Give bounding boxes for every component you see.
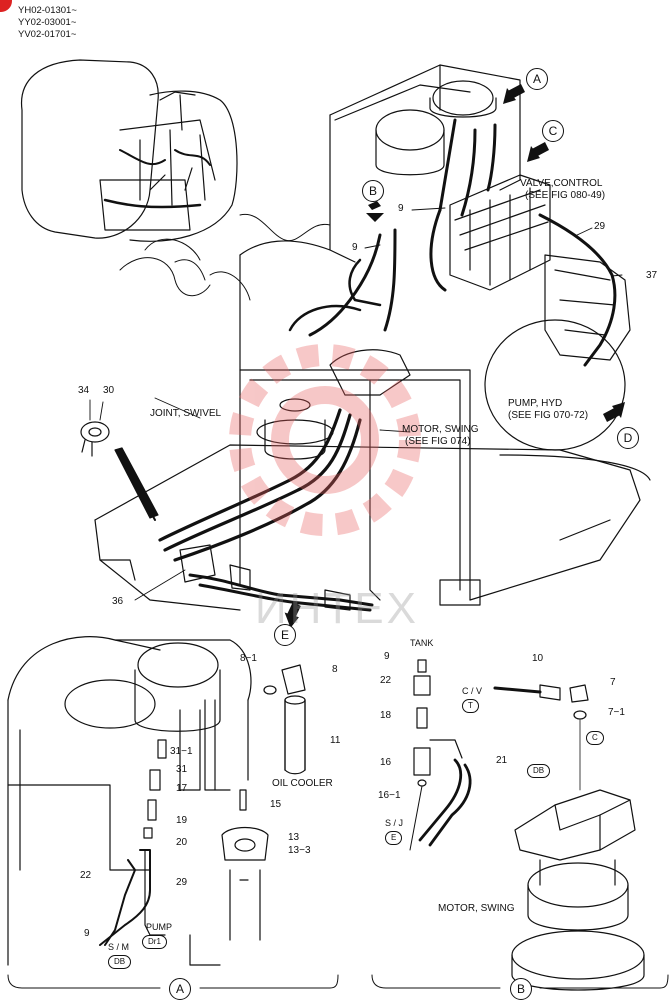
view-arrows — [284, 84, 625, 628]
part-8-1: 8−1 — [240, 653, 257, 664]
callout-b[interactable]: B — [362, 180, 384, 202]
part-34: 34 — [78, 385, 90, 396]
serial-1: YH02-01301~ — [18, 5, 77, 16]
label-joint-swivel: JOINT, SWIVEL — [150, 408, 222, 419]
part-13: 13 — [288, 832, 300, 843]
label-sm: S / M — [108, 942, 130, 952]
label-motor-swing-b: MOTOR, SWING — [438, 903, 515, 914]
label-oil-cooler: OIL COOLER — [272, 778, 333, 789]
part-29-b: 29 — [176, 877, 188, 888]
label-pump-hyd-ref: (SEE FIG 070-72) — [508, 410, 589, 421]
background-contour-lines — [119, 213, 331, 301]
serial-3: YV02-01701~ — [18, 29, 77, 40]
part-20: 20 — [176, 837, 188, 848]
part-18: 18 — [380, 710, 392, 721]
label-pump: PUMP — [146, 922, 173, 932]
tag-t: T — [462, 699, 479, 713]
part-7: 7 — [610, 677, 616, 688]
label-motor-swing-ref: (SEE FIG 074) — [405, 436, 471, 447]
section-a-detail — [7, 636, 306, 966]
part-31-1: 31−1 — [170, 746, 193, 757]
serial-2: YY02-03001~ — [18, 17, 77, 28]
part-22-a: 22 — [80, 870, 92, 881]
part-7-1: 7−1 — [608, 707, 625, 718]
part-36: 36 — [112, 596, 124, 607]
section-a-marker[interactable]: A — [169, 978, 191, 1000]
tag-e: E — [385, 831, 403, 845]
tag-db-b: DB — [527, 764, 551, 778]
label-tank: TANK — [410, 638, 434, 648]
part-8: 8 — [332, 664, 338, 675]
callout-d[interactable]: D — [617, 427, 639, 449]
part-31: 31 — [176, 764, 188, 775]
part-10: 10 — [532, 653, 544, 664]
part-9-c: 9 — [84, 928, 90, 939]
label-pump-hyd: PUMP, HYD — [508, 398, 563, 409]
callout-c[interactable]: C — [542, 120, 564, 142]
label-cv: C / V — [462, 686, 483, 696]
label-motor-swing: MOTOR, SWING — [402, 424, 479, 435]
part-30: 30 — [103, 385, 115, 396]
part-37: 37 — [646, 270, 658, 281]
label-valve-control-ref: (SEE FIG 080-49) — [525, 190, 606, 201]
tag-db-a: DB — [108, 955, 132, 969]
part-13-3: 13−3 — [288, 845, 311, 856]
part-19: 19 — [176, 815, 188, 826]
part-15: 15 — [270, 799, 282, 810]
tag-dr1: Dr1 — [142, 935, 167, 949]
part-22-b: 22 — [380, 675, 392, 686]
machine-inset-view — [20, 59, 238, 242]
tag-c: C — [586, 731, 604, 745]
part-9-d: 9 — [384, 651, 390, 662]
part-29-a: 29 — [594, 221, 606, 232]
part-17: 17 — [176, 783, 188, 794]
callout-a[interactable]: A — [526, 68, 548, 90]
part-16: 16 — [380, 757, 392, 768]
upper-frame — [80, 64, 651, 612]
part-16-1: 16−1 — [378, 790, 401, 801]
label-valve-control: VALVE,CONTROL — [520, 178, 603, 189]
callout-e[interactable]: E — [274, 624, 296, 646]
part-9-b: 9 — [352, 242, 358, 253]
label-sj: S / J — [385, 818, 404, 828]
watermark-gear — [229, 344, 421, 536]
section-b-detail — [409, 659, 645, 991]
section-b-marker[interactable]: B — [510, 978, 532, 1000]
part-9-a: 9 — [398, 203, 404, 214]
part-11: 11 — [330, 735, 341, 746]
part-21: 21 — [496, 755, 508, 766]
